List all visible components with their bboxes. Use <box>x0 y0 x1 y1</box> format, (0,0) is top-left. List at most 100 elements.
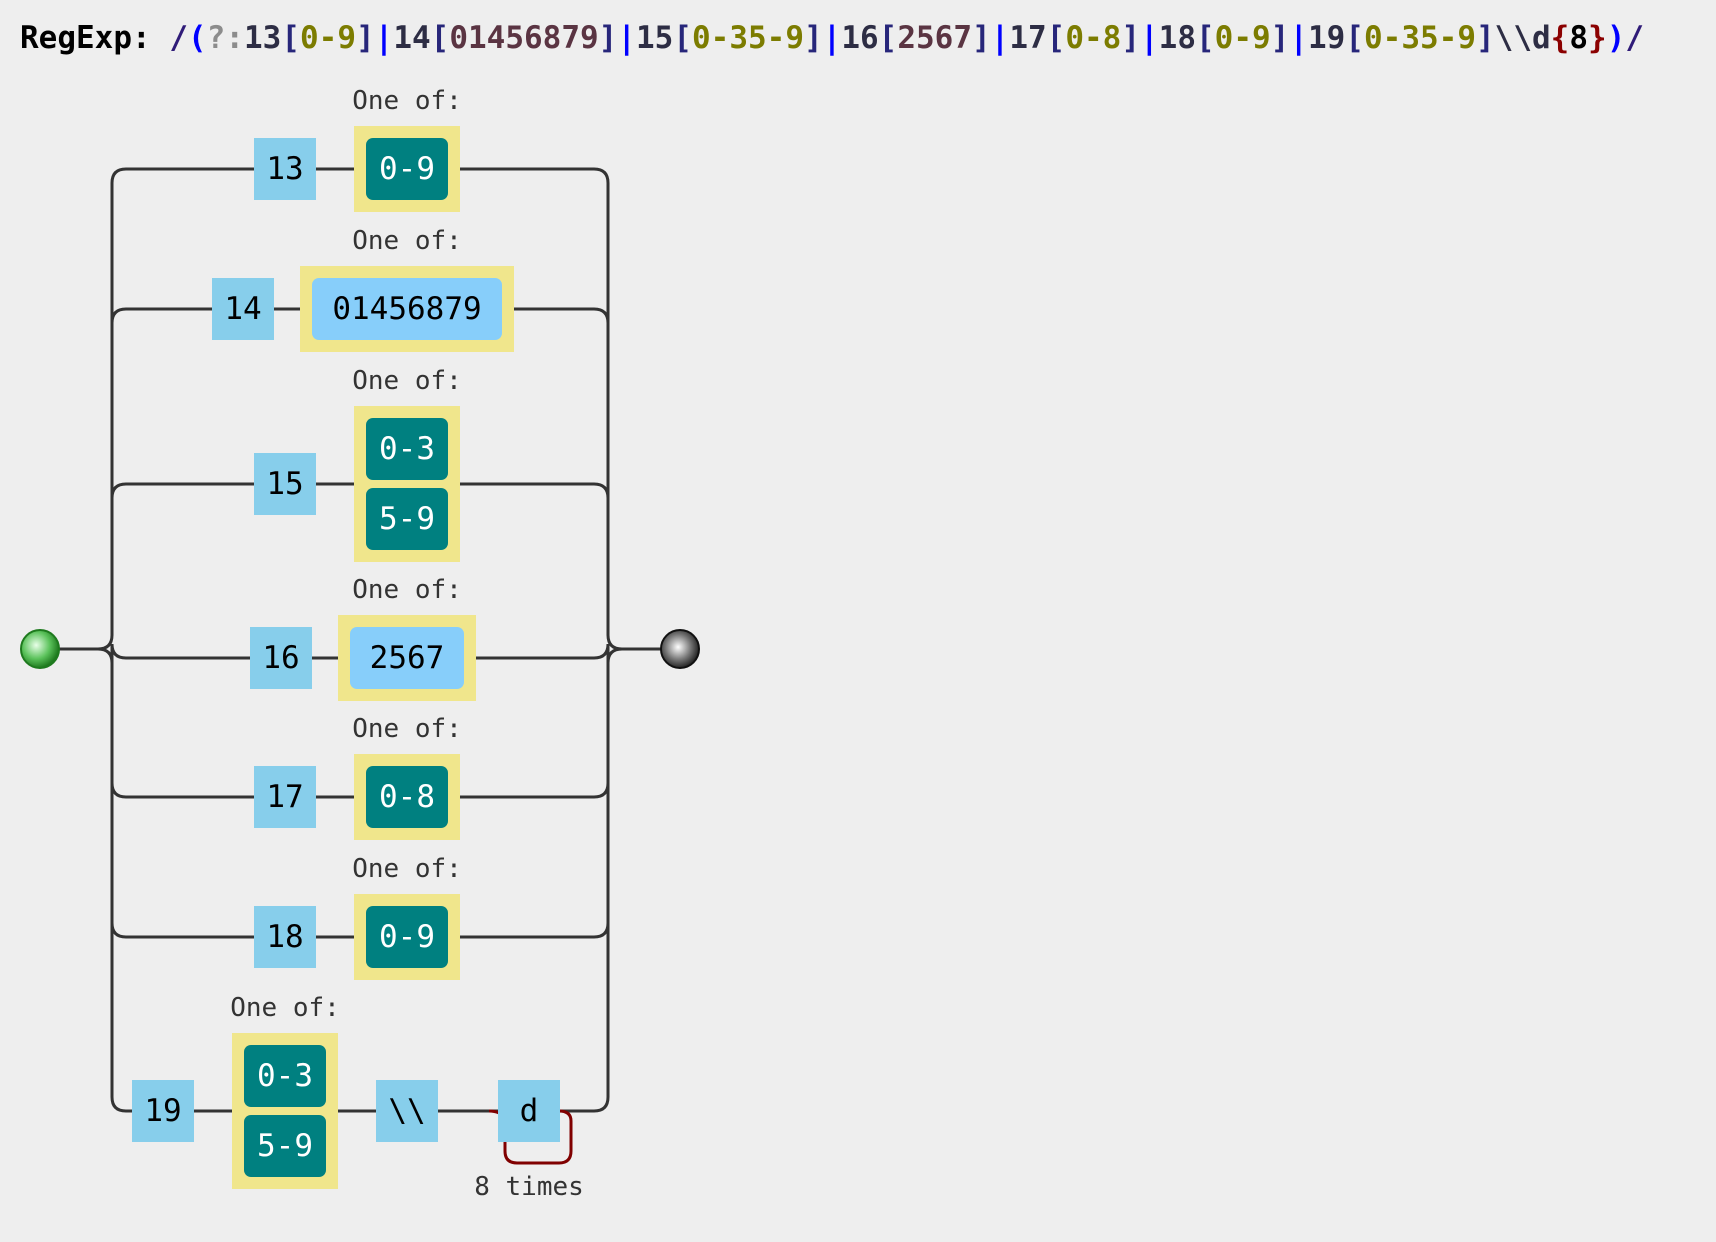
regex-token: | <box>990 20 1010 56</box>
regex-token: 0-35-9 <box>692 20 804 56</box>
regex-source: RegExp: /(?:13[0-9]|14[01456879]|15[0-35… <box>20 16 1644 60</box>
regex-token: [ <box>1345 20 1365 56</box>
regex-token: 0-8 <box>1065 20 1122 56</box>
literal-text: \\ <box>388 1093 425 1129</box>
literal-box <box>212 278 274 340</box>
chars-text: 01456879 <box>332 291 481 327</box>
range-text: 5-9 <box>257 1128 313 1164</box>
range-box <box>244 1045 326 1107</box>
regex-token: { <box>1550 20 1570 56</box>
start-node <box>20 629 60 669</box>
literal-box <box>254 138 316 200</box>
literal-text: 14 <box>224 291 261 327</box>
range-text: 0-3 <box>379 431 435 467</box>
connector-line <box>593 663 610 1113</box>
one-of-label: One of: <box>230 993 340 1023</box>
connector-line <box>110 307 127 635</box>
regex-token: | <box>617 20 636 56</box>
regex-token: 2567 <box>897 20 972 56</box>
regex-token: ] <box>1476 20 1495 56</box>
regex-token: / <box>1625 20 1645 56</box>
regex-token: 0-35-9 <box>1364 20 1476 56</box>
regex-label: RegExp: <box>20 20 151 56</box>
one-of-label: One of: <box>352 854 462 884</box>
regex-token: ] <box>971 20 991 56</box>
regex-token: ( <box>188 20 207 56</box>
range-text: 0-9 <box>379 919 435 955</box>
connector-line <box>593 482 610 635</box>
literal-text: 19 <box>144 1093 181 1129</box>
literal-box <box>254 453 316 515</box>
one-of-label: One of: <box>352 575 462 605</box>
connector-line <box>593 307 610 635</box>
regex-token: [ <box>878 20 898 56</box>
regex-token: } <box>1588 20 1607 56</box>
literal-text: 18 <box>266 919 303 955</box>
regex-token: [ <box>430 20 450 56</box>
regex-token: / <box>169 20 188 56</box>
regex-token: ?: <box>206 20 244 56</box>
chars-box <box>312 278 502 340</box>
connector-line <box>110 167 127 635</box>
literal-box <box>376 1080 438 1142</box>
regex-token: 0-9 <box>300 20 356 56</box>
regex-token: [ <box>281 20 300 56</box>
regex-token: [ <box>1046 20 1066 56</box>
connector-line <box>110 482 127 635</box>
chars-box <box>350 627 464 689</box>
literal-box <box>254 906 316 968</box>
range-text: 0-9 <box>379 151 435 187</box>
range-box <box>366 418 448 480</box>
connector-line <box>593 167 610 635</box>
connector-line <box>110 663 127 799</box>
connector-line <box>110 663 127 939</box>
literal-text: 13 <box>266 151 303 187</box>
connector-line <box>593 663 610 799</box>
regex-token: 15 <box>636 20 674 56</box>
one-of-label: One of: <box>352 226 462 256</box>
connector-line <box>110 663 127 1113</box>
regex-token: ] <box>1121 20 1140 56</box>
one-of-label: One of: <box>352 714 462 744</box>
regex-token: 8 <box>1569 20 1589 56</box>
one-of-label: One of: <box>352 86 462 116</box>
regex-token: | <box>822 20 842 56</box>
regex-token: 19 <box>1308 20 1346 56</box>
connector-line <box>606 647 623 664</box>
connector-line <box>97 647 114 664</box>
regex-token: [ <box>673 20 692 56</box>
connector-line <box>110 643 127 663</box>
literal-text: d <box>520 1093 539 1129</box>
regex-token: 0-9 <box>1214 20 1271 56</box>
range-box <box>366 488 448 550</box>
range-box <box>366 766 448 828</box>
repeat-label: 8 times <box>474 1172 584 1202</box>
regex-token: | <box>1140 20 1159 56</box>
range-box <box>244 1115 326 1177</box>
regex-token: ] <box>803 20 823 56</box>
one-of-label: One of: <box>352 366 462 396</box>
regex-token: 18 <box>1158 20 1196 56</box>
literal-text: 15 <box>266 466 303 502</box>
regex-token: 14 <box>393 20 431 56</box>
range-text: 0-8 <box>379 779 435 815</box>
range-text: 5-9 <box>379 501 435 537</box>
regex-token: ) <box>1606 20 1626 56</box>
regex-token: 13 <box>244 20 282 56</box>
literal-box <box>132 1080 194 1142</box>
regex-token: 17 <box>1009 20 1047 56</box>
regex-token: 01456879 <box>449 20 599 56</box>
regex-token: | <box>374 20 394 56</box>
regex-token: | <box>1289 20 1309 56</box>
range-box <box>366 906 448 968</box>
literal-text: 16 <box>262 640 299 676</box>
regex-expression: /(?:13[0-9]|14[01456879]|15[0-35-9]|16[2… <box>169 20 1644 56</box>
range-box <box>366 138 448 200</box>
literal-box <box>254 766 316 828</box>
connector-line <box>593 663 610 939</box>
regex-token: [ <box>1196 20 1215 56</box>
regex-token: \\d <box>1494 20 1551 56</box>
range-text: 0-3 <box>257 1058 313 1094</box>
regex-token: ] <box>1270 20 1290 56</box>
